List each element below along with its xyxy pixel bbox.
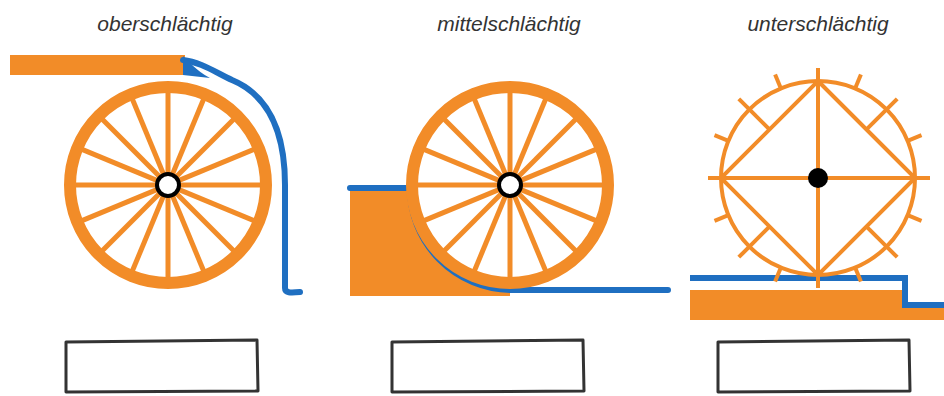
- wheel-stroke: [101, 118, 235, 252]
- wheel-type-heading: mittelschlächtig: [437, 12, 581, 36]
- wheel-stroke: [715, 215, 729, 221]
- wheel-stroke: [443, 118, 577, 252]
- wheel-stroke: [867, 109, 887, 129]
- wheel-stroke: [422, 149, 598, 222]
- wheel-stroke: [739, 247, 750, 258]
- wheel-stroke: [749, 109, 769, 129]
- wheel-type-heading: unterschlächtig: [747, 12, 888, 36]
- breastshot-wheel: [350, 87, 668, 296]
- wheel-stroke: [855, 75, 861, 89]
- undershot-wheel: [690, 68, 944, 320]
- overshot-wheel: [10, 55, 300, 293]
- wheel-stroke: [775, 75, 781, 89]
- wheel-stroke: [739, 99, 750, 110]
- answer-boxes: [66, 340, 910, 392]
- wheel-stroke: [887, 99, 898, 110]
- wheel-stroke: [867, 227, 887, 247]
- wheel-stroke: [132, 97, 205, 273]
- wheel-stroke: [908, 215, 922, 221]
- wheel-stroke: [474, 97, 547, 273]
- wheel-stroke: [80, 149, 256, 222]
- wheel-type-heading: oberschlächtig: [97, 12, 232, 36]
- wheel-stroke: [855, 268, 861, 282]
- wheel-stroke: [908, 135, 922, 141]
- wheel-stroke: [715, 135, 729, 141]
- wheel-stroke: [775, 268, 781, 282]
- wheel-stroke: [749, 227, 769, 247]
- wheel-stroke: [887, 247, 898, 258]
